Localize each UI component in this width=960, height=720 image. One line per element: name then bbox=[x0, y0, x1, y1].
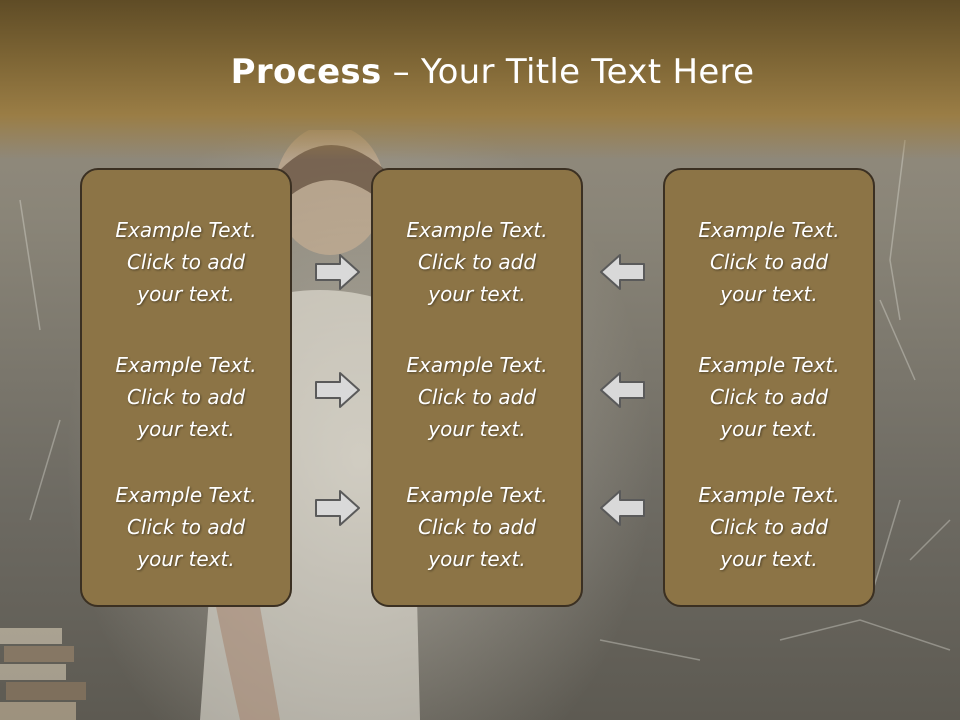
title-rest: – Your Title Text Here bbox=[381, 52, 755, 92]
item-line: Click to add bbox=[417, 515, 537, 539]
text-placeholder[interactable]: Example Text. Click to add your text. bbox=[82, 214, 290, 310]
arrow-right-icon bbox=[315, 372, 360, 408]
item-line: Click to add bbox=[126, 250, 246, 274]
books-photo bbox=[0, 628, 86, 720]
item-line: your text. bbox=[428, 547, 526, 571]
item-line: Example Text. bbox=[406, 218, 548, 242]
item-line: Example Text. bbox=[698, 218, 840, 242]
title-bold: Process bbox=[230, 52, 382, 92]
process-box-left: Example Text. Click to add your text. Ex… bbox=[80, 168, 292, 607]
process-box-middle: Example Text. Click to add your text. Ex… bbox=[371, 168, 583, 607]
text-placeholder[interactable]: Example Text. Click to add your text. bbox=[373, 479, 581, 575]
item-line: Click to add bbox=[709, 385, 829, 409]
arrow-right-icon bbox=[315, 490, 360, 526]
text-placeholder[interactable]: Example Text. Click to add your text. bbox=[665, 479, 873, 575]
item-line: Example Text. bbox=[406, 353, 548, 377]
arrow-left-icon bbox=[600, 490, 645, 526]
item-line: Click to add bbox=[709, 515, 829, 539]
item-line: Example Text. bbox=[698, 353, 840, 377]
item-line: Click to add bbox=[126, 515, 246, 539]
item-line: your text. bbox=[720, 282, 818, 306]
arrow-left-icon bbox=[600, 372, 645, 408]
page-title[interactable]: Process – Your Title Text Here bbox=[0, 52, 960, 92]
item-line: your text. bbox=[720, 417, 818, 441]
item-line: Example Text. bbox=[115, 353, 257, 377]
item-line: your text. bbox=[428, 282, 526, 306]
item-line: Example Text. bbox=[115, 483, 257, 507]
item-line: your text. bbox=[137, 547, 235, 571]
item-line: your text. bbox=[720, 547, 818, 571]
text-placeholder[interactable]: Example Text. Click to add your text. bbox=[373, 214, 581, 310]
text-placeholder[interactable]: Example Text. Click to add your text. bbox=[82, 349, 290, 445]
text-placeholder[interactable]: Example Text. Click to add your text. bbox=[373, 349, 581, 445]
item-line: your text. bbox=[137, 417, 235, 441]
item-line: Click to add bbox=[709, 250, 829, 274]
item-line: Example Text. bbox=[406, 483, 548, 507]
arrow-right-icon bbox=[315, 254, 360, 290]
item-line: Example Text. bbox=[115, 218, 257, 242]
item-line: Click to add bbox=[126, 385, 246, 409]
text-placeholder[interactable]: Example Text. Click to add your text. bbox=[665, 349, 873, 445]
item-line: Example Text. bbox=[698, 483, 840, 507]
item-line: your text. bbox=[137, 282, 235, 306]
item-line: Click to add bbox=[417, 385, 537, 409]
arrow-left-icon bbox=[600, 254, 645, 290]
title-bar bbox=[0, 0, 960, 160]
text-placeholder[interactable]: Example Text. Click to add your text. bbox=[665, 214, 873, 310]
process-box-right: Example Text. Click to add your text. Ex… bbox=[663, 168, 875, 607]
text-placeholder[interactable]: Example Text. Click to add your text. bbox=[82, 479, 290, 575]
item-line: your text. bbox=[428, 417, 526, 441]
item-line: Click to add bbox=[417, 250, 537, 274]
